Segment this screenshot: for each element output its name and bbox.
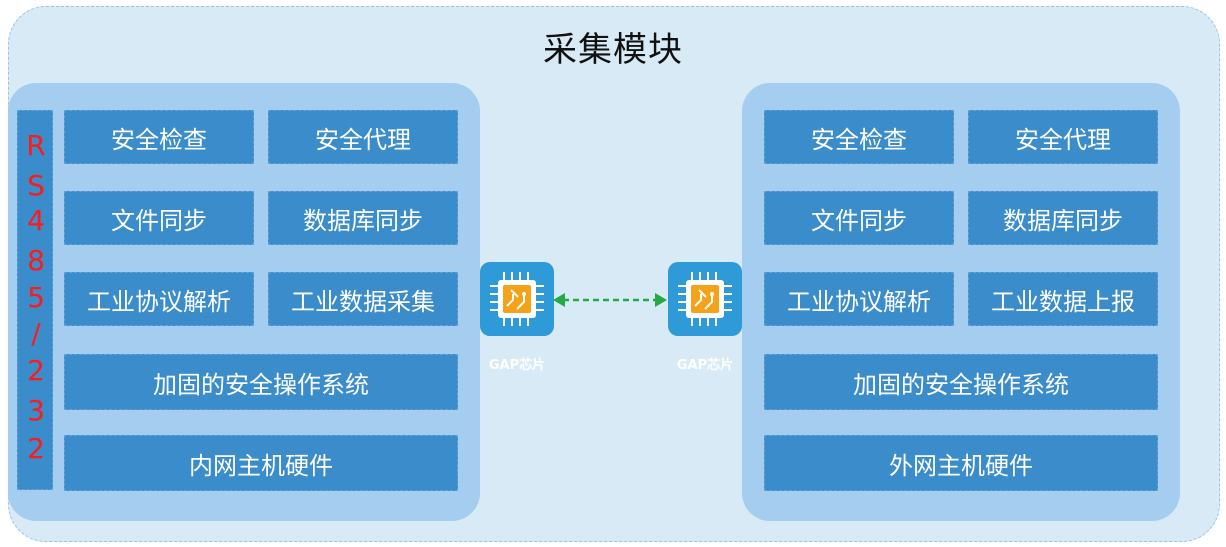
left-security-proxy-box: 安全代理: [268, 110, 458, 164]
rs-label-char: 2: [27, 432, 45, 465]
right-security-check-box: 安全检查: [764, 110, 954, 164]
rs-label-char: /: [31, 317, 41, 350]
right-file-sync-box: 文件同步: [764, 191, 954, 245]
left-protocol-parse-box: 工业协议解析: [64, 272, 254, 326]
module-title: 采集模块: [543, 30, 683, 70]
right-gap-chip-icon: [668, 262, 742, 336]
right-hardened-os-box: 加固的安全操作系统: [764, 354, 1158, 410]
left-data-collect-box: 工业数据采集: [268, 272, 458, 326]
left-hardened-os-box: 加固的安全操作系统: [64, 354, 458, 410]
rs-label-char: 5: [27, 281, 45, 314]
right-data-report-box: 工业数据上报: [968, 272, 1158, 326]
rs-label-char: 4: [27, 204, 45, 237]
left-security-check-box: 安全检查: [64, 110, 254, 164]
left-gap-chip-icon: [480, 262, 554, 336]
left-db-sync-box: 数据库同步: [268, 191, 458, 245]
bidirectional-arrow-icon: [553, 293, 667, 307]
rs-label-char: R: [26, 129, 46, 162]
left-gap-chip-label: GAP芯片: [488, 358, 546, 373]
right-db-sync-box: 数据库同步: [968, 191, 1158, 245]
rs-label-char: 3: [27, 394, 45, 427]
right-protocol-parse-box: 工业协议解析: [764, 272, 954, 326]
left-file-sync-box: 文件同步: [64, 191, 254, 245]
rs-label-char: 8: [27, 244, 45, 277]
external-host-hardware-box: 外网主机硬件: [764, 435, 1158, 491]
rs-label-char: 2: [27, 354, 45, 387]
rs485-232-bar: R S 4 8 5 / 2 3 2: [17, 110, 53, 490]
right-security-proxy-box: 安全代理: [968, 110, 1158, 164]
rs-label-char: S: [27, 169, 45, 202]
internal-host-hardware-box: 内网主机硬件: [64, 435, 458, 491]
right-gap-chip-label: GAP芯片: [676, 358, 734, 373]
